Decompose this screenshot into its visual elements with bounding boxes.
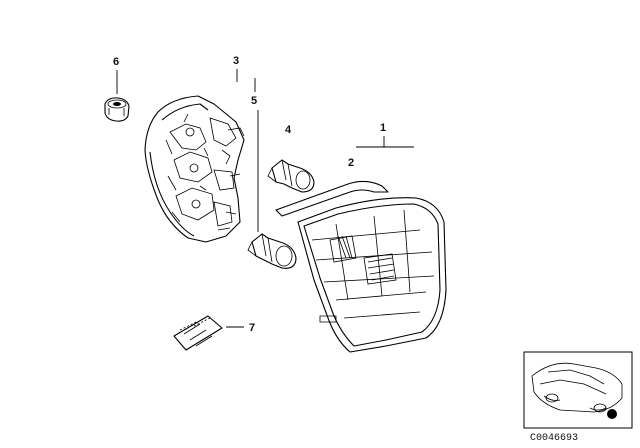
callout-6: 6 (113, 56, 119, 68)
location-marker-icon (607, 409, 617, 419)
part-1-tail-lamp[interactable] (297, 197, 447, 353)
part-7-label[interactable] (173, 315, 223, 351)
part-3-bulb-carrier[interactable] (144, 95, 245, 243)
part-6-grommet[interactable] (104, 97, 130, 122)
vehicle-thumbnail: C0046693 (523, 351, 633, 444)
callout-4: 4 (285, 124, 292, 136)
callout-3: 3 (233, 55, 239, 67)
callout-1: 1 (380, 122, 386, 134)
part-2-gasket[interactable] (275, 180, 389, 217)
callout-2: 2 (348, 157, 354, 169)
part-4-bulb-upper[interactable] (267, 159, 315, 193)
callout-7: 7 (249, 322, 255, 334)
callout-5: 5 (251, 95, 257, 107)
thumbnail-code: C0046693 (530, 433, 578, 444)
part-5-bulb-lower[interactable] (247, 233, 297, 269)
